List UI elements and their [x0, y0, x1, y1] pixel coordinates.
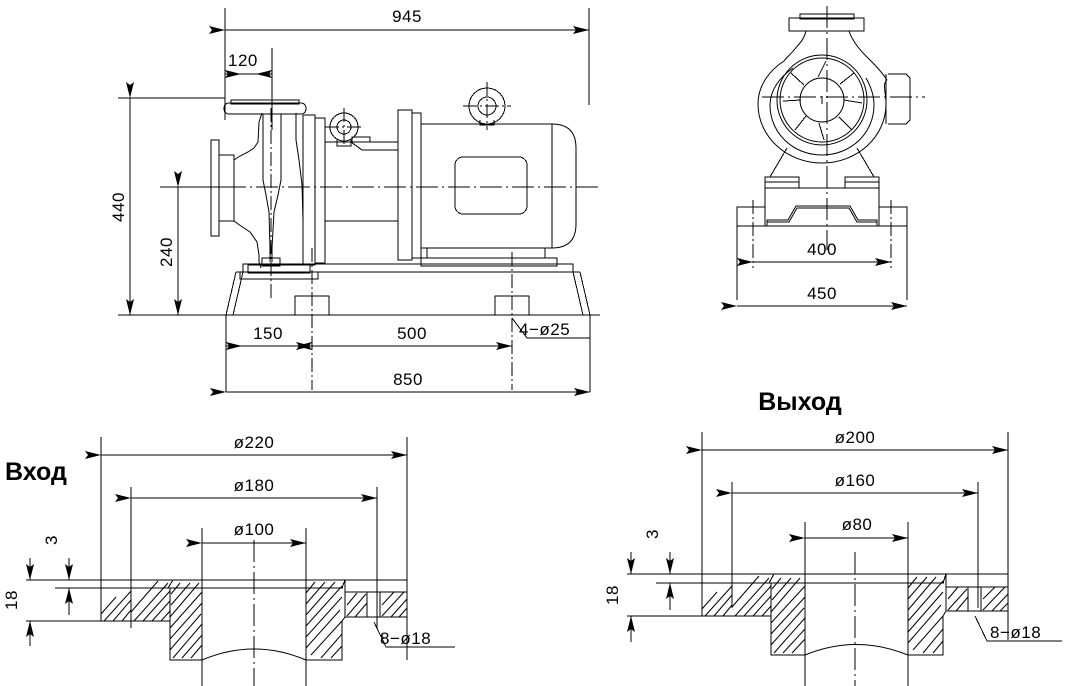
outlet-hatch-right-hub [907, 576, 944, 654]
volute-casing [757, 30, 911, 164]
dim-baseplate-width-text: 450 [807, 284, 837, 303]
dim-centerline-height-text: 240 [157, 237, 176, 267]
dim-outlet-bolt-circle-text: ø160 [835, 471, 876, 490]
dim-inlet-raised-face-text: 3 [42, 535, 61, 545]
inlet-hatch-left-mid [130, 580, 171, 622]
outlet-flange-label: Выход [758, 388, 842, 416]
inlet-flange-section: Вход ø220 ø180 ø100 [2, 433, 455, 686]
side-elevation-view: 945 120 440 240 [109, 7, 600, 396]
end-elevation-view: 400 450 [721, 6, 925, 310]
outlet-hatch-right-outer [947, 586, 1009, 612]
dim-centerline-height: 240 [157, 171, 226, 315]
suction-flange [210, 139, 235, 237]
outlet-hatch-left-hub [770, 577, 806, 654]
dim-anchor-first-offset: 150 [225, 315, 312, 392]
anchor-hole-note: 4−ø25 [511, 317, 590, 339]
outlet-bolt-note: 8−ø18 [974, 615, 1062, 642]
dim-shaft-height-text: 440 [109, 192, 128, 222]
dim-anchor-spacing: 500 [296, 324, 512, 350]
impeller-vane-ticks [782, 60, 863, 141]
baseplate [225, 108, 591, 390]
inlet-hatch-left-outer [100, 590, 132, 622]
dim-outlet-bore: ø80 [789, 515, 909, 686]
anchor-hole-note-text: 4−ø25 [519, 320, 570, 339]
inlet-bolt-note: 8−ø18 [373, 621, 455, 648]
outlet-flange-body [650, 573, 1009, 656]
dim-baseplate-length: 850 [210, 315, 591, 396]
dim-inlet-raised-face: 3 [42, 535, 155, 615]
dim-outlet-bore-text: ø80 [842, 515, 873, 534]
dim-baseplate-length-text: 850 [393, 370, 423, 389]
outlet-flange-section: Выход ø200 ø160 ø80 [603, 388, 1062, 686]
dim-outlet-raised-face: 3 [643, 529, 756, 610]
lifting-eye [463, 82, 511, 130]
dim-inlet-bolt-circle: ø180 [115, 476, 378, 628]
pump-casing [223, 99, 326, 280]
dim-shaft-height: 440 [109, 82, 600, 316]
dim-outlet-thickness-text: 18 [603, 585, 622, 605]
dim-anchor-bolt-width: 400 [737, 240, 891, 266]
dim-inlet-bore-text: ø100 [234, 520, 275, 539]
inlet-bolt-note-text: 8−ø18 [380, 629, 431, 648]
dim-inlet-outer-diameter-text: ø220 [234, 433, 275, 452]
dim-inlet-outer-diameter: ø220 [85, 433, 408, 660]
dim-outlet-raised-face-text: 3 [643, 529, 662, 539]
dim-anchor-bolt-width-text: 400 [807, 240, 837, 259]
inlet-flange-body [50, 579, 408, 661]
outlet-hatch-left-outer [701, 585, 733, 617]
motor-terminal-box [454, 156, 528, 215]
inlet-hatch-right-hub [305, 581, 343, 659]
dim-suction-offset: 120 [224, 48, 273, 130]
discharge-flange-top [788, 13, 865, 32]
dim-suction-offset-text: 120 [228, 51, 258, 70]
dim-inlet-thickness-text: 18 [2, 590, 21, 610]
dim-baseplate-width: 450 [721, 284, 907, 310]
dim-outlet-outer-diameter-text: ø200 [835, 428, 876, 447]
dim-outlet-outer-diameter: ø200 [686, 428, 1009, 640]
oiler-fitting [325, 108, 398, 151]
dim-inlet-bolt-circle-text: ø180 [234, 476, 275, 495]
casing-support-legs [764, 147, 880, 189]
bearing-frame [325, 108, 398, 222]
inlet-flange-label: Вход [5, 458, 67, 486]
dim-anchor-spacing-text: 500 [397, 324, 427, 343]
inlet-hatch-right-outer [346, 591, 408, 618]
outlet-bolt-note-text: 8−ø18 [990, 623, 1041, 642]
outlet-hatch-left-mid [731, 575, 772, 617]
dim-anchor-first-offset-text: 150 [253, 324, 283, 343]
dim-overall-length-text: 945 [392, 7, 422, 26]
inlet-hatch-left-hub [169, 582, 203, 659]
electric-motor [397, 82, 577, 267]
